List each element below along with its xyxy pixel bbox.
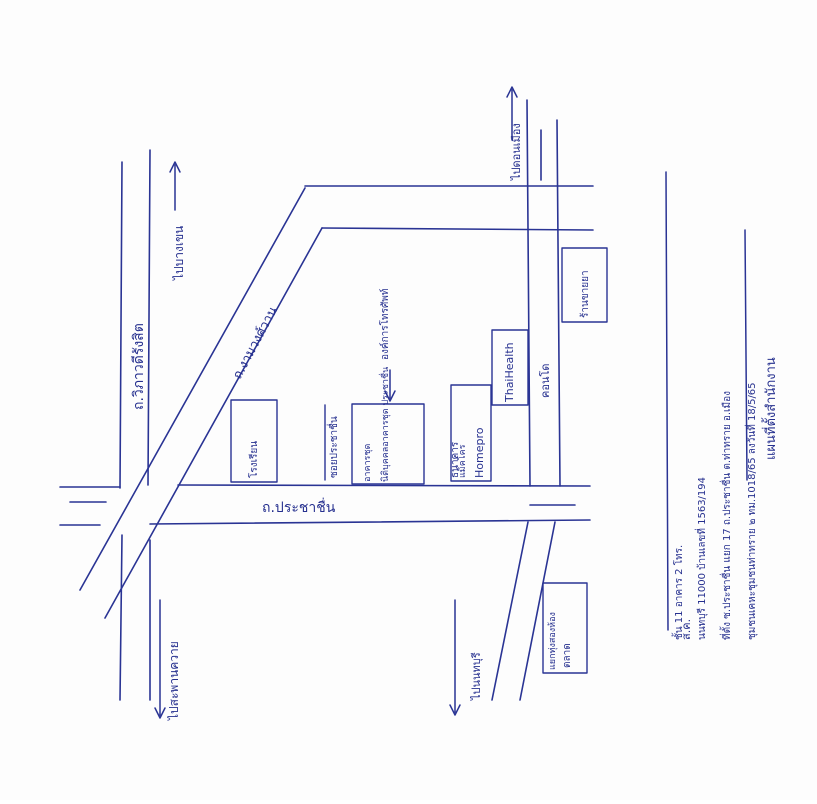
arrow-up-right-icon xyxy=(506,86,518,141)
box-pharmacy xyxy=(561,247,608,323)
road-wiphawadi-left-edge-top xyxy=(119,161,123,489)
label-pharmacy: ร้านขายยา xyxy=(579,270,591,318)
arrow-down-right-icon xyxy=(449,599,461,716)
label-to-don-mueang: ไปดอนเมือง xyxy=(510,123,523,181)
building-boxes xyxy=(230,247,608,674)
road-ngamwongwan-lower-edge xyxy=(104,227,323,619)
label-bldg-prachachuen: นิติบุคคลอาคารชุด ประชาชื่น xyxy=(378,367,391,482)
road-prachachuen-bottom xyxy=(149,519,591,525)
notes-frame xyxy=(665,171,748,631)
road-top-lower-edge xyxy=(321,227,594,231)
arrow-up-left-icon xyxy=(169,161,181,211)
direction-arrows xyxy=(154,86,518,719)
road-ngamwongwan-upper-edge xyxy=(79,187,306,591)
notes-left-rule xyxy=(665,171,669,631)
label-bank: ธนาคาร xyxy=(450,441,461,478)
box-thaihealth xyxy=(491,329,529,406)
notes-signature: ส.ค. xyxy=(680,619,693,640)
label-soi: ซอยประชาชื่น xyxy=(326,416,340,478)
notes-line-1: ชุมชนเคหะชุมชนท่าทราย ๒ ทม.1018/65 ลงวัน… xyxy=(744,382,758,640)
box-office xyxy=(351,403,425,485)
arrow-to-office-icon xyxy=(384,369,396,402)
road-right-right-edge xyxy=(556,119,561,487)
notes-line-4: ชั้น 11 อาคาร 2 โทร. xyxy=(671,545,685,640)
label-prachachuen: ถ.ประชาชื่น xyxy=(262,498,336,516)
box-homepro xyxy=(450,384,492,482)
label-homepro: Homepro xyxy=(473,427,486,478)
label-telephone-org: องค์การโทรศัพท์ xyxy=(378,289,391,360)
label-right-road: คอนโด xyxy=(538,363,552,398)
label-ngamwongwan: ถ.งามวงศ์วาน xyxy=(229,304,281,382)
road-lower-right-right-edge xyxy=(519,521,556,701)
label-makro: แม็คโคร xyxy=(455,444,468,478)
notes-line-3: นนทบุรี 11000 บ้านเลขที่ 1563/194 xyxy=(694,477,708,640)
label-to-bang-khen: ไปบางเขน xyxy=(172,226,186,281)
notes-title: แผนที่ตั้งสำนักงาน xyxy=(761,357,779,460)
notes-right-rule xyxy=(744,229,748,481)
label-thaihealth: ThaiHealth xyxy=(503,342,516,403)
label-market: ตลาด xyxy=(562,643,573,668)
label-wiphawadi: ถ.วิภาวดีรังสิต xyxy=(131,323,147,410)
notes-line-2: ที่ตั้ง ซ.ประชาชื่น แยก 17 ถ.ประชาชื่น ต… xyxy=(719,391,733,640)
road-wiphawadi-left-edge-bottom xyxy=(119,534,123,701)
arrow-down-left-icon xyxy=(154,599,166,719)
road-prachachuen-top xyxy=(177,484,591,487)
box-market xyxy=(542,582,588,674)
box-school xyxy=(230,399,278,483)
label-thung-song-hong: แยกทุ่งสองห้อง xyxy=(547,612,558,670)
label-to-saphan-khwai: ไปสะพานควาย xyxy=(167,641,181,721)
road-lower-right-left-edge xyxy=(491,521,529,701)
label-school: โรงเรียน xyxy=(247,441,260,478)
road-network xyxy=(59,99,594,701)
label-building: อาคารชุด xyxy=(363,444,373,482)
label-to-nonthaburi: ไปนนทบุรี xyxy=(470,652,483,701)
road-right-left-edge xyxy=(526,99,531,487)
road-wiphawadi-right-edge-top xyxy=(147,149,151,486)
